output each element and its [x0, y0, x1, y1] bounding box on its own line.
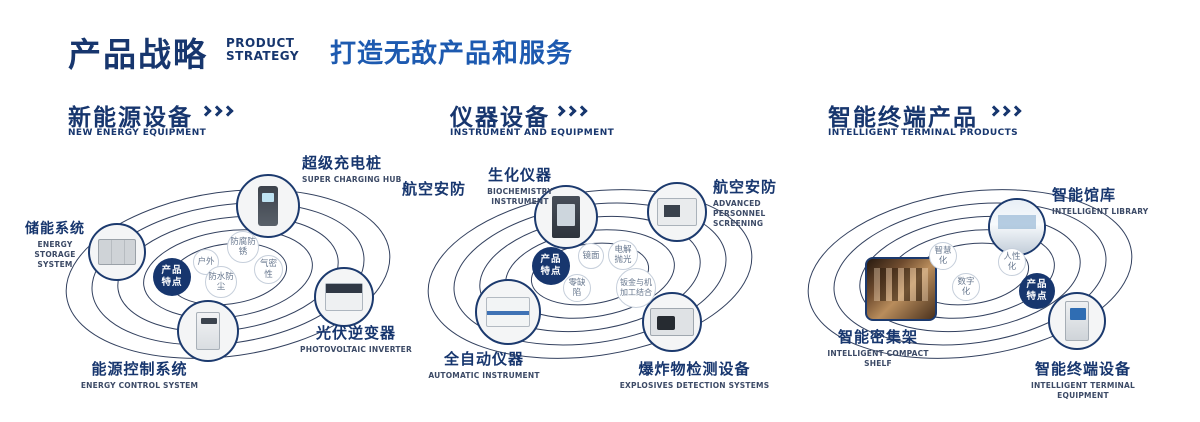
intelligent-compact-shelf-node: [865, 257, 937, 321]
product-label-biochemistry: 生化仪器 BIOCHEMISTRY INSTRUMENT: [466, 164, 574, 207]
biochemistry-instrument-photo: [552, 196, 580, 238]
product-label-intelligent-terminal: 智能终端设备 INTELLIGENT TERMINAL EQUIPMENT: [1008, 358, 1158, 401]
section-title-intelligent: 智能终端产品: [828, 105, 978, 131]
badge-line2: 特点: [1026, 291, 1048, 302]
explosives-detection-photo: [650, 308, 694, 336]
product-name-en: EXPLOSIVES DETECTION SYSTEMS: [619, 381, 770, 390]
energy-storage-photo: [98, 239, 136, 265]
badge-line2: 特点: [540, 266, 562, 277]
automatic-instrument-photo: [486, 297, 530, 327]
badge-line2: 特点: [161, 277, 183, 288]
product-name: 航空安防: [402, 180, 467, 198]
feature-bubble: 零缺陷: [563, 274, 591, 302]
feature-bubble: 智慧化: [929, 242, 957, 270]
product-name-en: INTELLIGENT COMPACT SHELF: [827, 349, 929, 368]
section-subtitle-instrument: INSTRUMENT AND EQUIPMENT: [450, 128, 615, 138]
product-name-en: PHOTOVOLTAIC INVERTER: [300, 345, 412, 354]
product-label-intelligent-library: 智能馆库 INTELLIGENT LIBRARY: [1052, 184, 1162, 217]
personnel-screening-photo: [657, 198, 697, 226]
product-features-badge: 产品 特点: [153, 258, 191, 296]
page-title: 产品战略: [68, 35, 208, 74]
product-label-explosives-detection: 爆炸物检测设备 EXPLOSIVES DETECTION SYSTEMS: [612, 358, 777, 391]
product-label-super-charging-hub: 超级充电桩 SUPER CHARGING HUB: [302, 152, 422, 185]
orbit-rings-intelligent: [807, 189, 1133, 359]
super-charging-hub-photo: [258, 186, 278, 226]
biochemistry-instrument-node: [534, 185, 598, 249]
product-label-compact-shelf: 智能密集架 INTELLIGENT COMPACT SHELF: [822, 326, 934, 369]
feature-bubble: 气密性: [254, 255, 283, 284]
explosives-detection-node: [642, 292, 702, 352]
product-label-personnel-screening: 航空安防 ADVANCED PERSONNEL SCREENING: [713, 176, 813, 228]
product-name: 智能密集架: [837, 328, 918, 346]
product-name-en: ENERGY STORAGE SYSTEM: [34, 240, 76, 269]
super-charging-hub-node: [236, 174, 300, 238]
feature-bubble: 数字化: [952, 273, 980, 301]
product-label-photovoltaic-inverter: 光伏逆变器 PHOTOVOLTAIC INVERTER: [296, 322, 416, 355]
section-subtitle-new-energy: NEW ENERGY EQUIPMENT: [68, 128, 207, 138]
intelligent-terminal-node: [1048, 292, 1106, 350]
product-label-energy-control: 能源控制系统 ENERGY CONTROL SYSTEM: [72, 358, 207, 391]
chevrons-icon: [988, 105, 1023, 117]
feature-bubble: 电解抛光: [608, 240, 638, 270]
energy-storage-node: [88, 223, 146, 281]
product-features-badge: 产品 特点: [532, 247, 570, 285]
product-name: 全自动仪器: [443, 350, 524, 368]
page-title-en-line1: PRODUCT: [226, 36, 295, 50]
chevrons-icon: [200, 105, 235, 117]
product-name: 爆炸物检测设备: [638, 360, 751, 378]
badge-line1: 产品: [540, 253, 562, 265]
chevrons-icon: [554, 105, 589, 117]
feature-bubble: 人性化: [998, 248, 1026, 276]
energy-control-node: [177, 300, 239, 362]
page-title-en-line2: STRATEGY: [226, 49, 300, 64]
product-name-en: SUPER CHARGING HUB: [302, 175, 402, 184]
feature-bubble: 防腐防锈: [227, 231, 259, 263]
product-label-aviation-security-left: 航空安防: [402, 178, 472, 199]
energy-control-photo: [196, 312, 220, 350]
product-name: 超级充电桩: [302, 154, 383, 172]
product-label-automatic-instrument: 全自动仪器 AUTOMATIC INSTRUMENT: [428, 348, 540, 381]
photovoltaic-inverter-photo: [325, 283, 363, 311]
automatic-instrument-node: [475, 279, 541, 345]
product-name: 智能馆库: [1052, 186, 1117, 204]
product-name: 储能系统: [25, 221, 85, 237]
product-name-en: ADVANCED PERSONNEL SCREENING: [713, 199, 766, 228]
product-name-en: BIOCHEMISTRY INSTRUMENT: [487, 187, 553, 206]
intelligent-library-node: [988, 198, 1046, 256]
section-title-new-energy: 新能源设备: [68, 105, 193, 131]
product-name-en: AUTOMATIC INSTRUMENT: [428, 371, 540, 380]
product-label-energy-storage: 储能系统 ENERGY STORAGE SYSTEM: [22, 218, 88, 269]
photovoltaic-inverter-node: [314, 267, 374, 327]
product-name: 生化仪器: [487, 166, 552, 184]
page-title-en: PRODUCT STRATEGY: [226, 36, 300, 64]
badge-line1: 产品: [161, 264, 183, 276]
feature-bubble: 镜面: [578, 243, 604, 269]
product-name: 光伏逆变器: [315, 324, 396, 342]
section-subtitle-intelligent: INTELLIGENT TERMINAL PRODUCTS: [828, 128, 1018, 138]
intelligent-library-photo: [990, 200, 1044, 254]
intelligent-compact-shelf-photo: [867, 259, 935, 319]
badge-line1: 产品: [1026, 278, 1048, 290]
product-name: 航空安防: [713, 178, 778, 196]
product-name: 能源控制系统: [91, 360, 188, 378]
intelligent-terminal-photo: [1065, 301, 1089, 341]
section-title-instrument: 仪器设备: [450, 105, 550, 131]
tagline: 打造无敌产品和服务: [330, 39, 574, 69]
feature-bubble: 防水防尘: [205, 266, 237, 298]
product-name-en: ENERGY CONTROL SYSTEM: [80, 381, 199, 390]
product-name: 智能终端设备: [1034, 360, 1131, 378]
product-name-en: INTELLIGENT LIBRARY: [1052, 207, 1149, 216]
product-features-badge: 产品 特点: [1019, 273, 1055, 309]
feature-bubble: 钣金与机加工结合: [616, 268, 656, 308]
personnel-screening-node: [647, 182, 707, 242]
product-name-en: INTELLIGENT TERMINAL EQUIPMENT: [1030, 381, 1136, 400]
